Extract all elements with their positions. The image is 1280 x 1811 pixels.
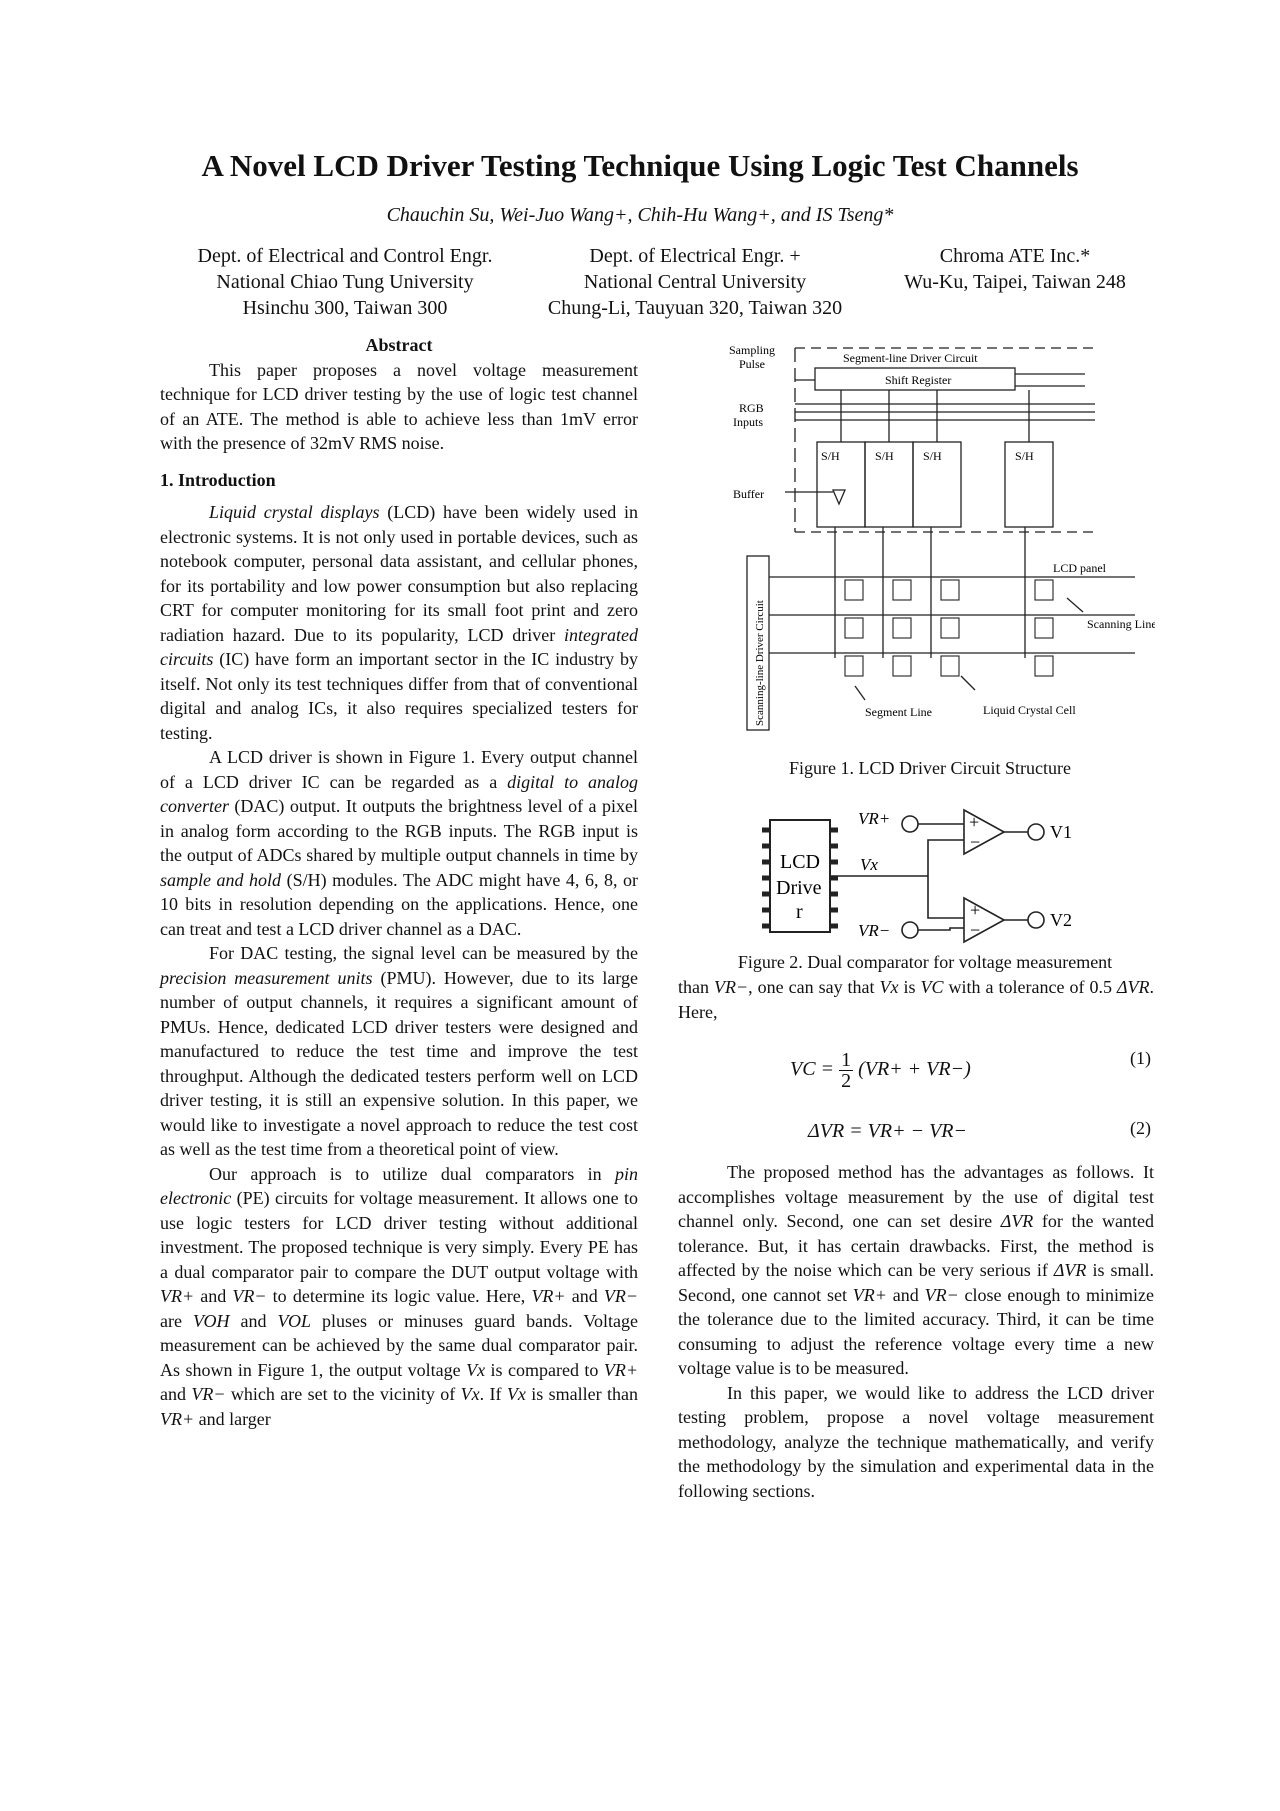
affiliation-line: Chung-Li, Tauyuan 320, Taiwan 320 <box>547 297 843 319</box>
affiliation-line: National Chiao Tung University <box>216 271 474 293</box>
lcd-driver-label: Drive <box>776 877 822 899</box>
advantages-paragraph: The proposed method has the advantages a… <box>678 1162 1154 1378</box>
minus-sign: − <box>970 832 980 852</box>
sh-label: S/H <box>875 449 894 463</box>
intro-paragraph-3: For DAC testing, the signal level can be… <box>160 943 639 1159</box>
v1-label: V1 <box>1050 822 1072 842</box>
dual-comparator-figure: + − + − LCD Drive r VR+ Vx VR− V1 V2 <box>762 808 1072 944</box>
figure-1-caption: Figure 1. LCD Driver Circuit Structure <box>789 758 1071 778</box>
abstract-heading: Abstract <box>365 335 433 355</box>
shift-register-label: Shift Register <box>885 373 951 387</box>
rgb-label: RGB <box>739 401 764 415</box>
sampling-label: Sampling <box>729 343 775 357</box>
sh-label: S/H <box>1015 449 1034 463</box>
affiliation-line: Dept. of Electrical and Control Engr. <box>197 245 493 267</box>
equation-2-number: (2) <box>1130 1118 1151 1138</box>
section-heading: 1. Introduction <box>160 469 276 490</box>
affiliation-line: Chroma ATE Inc.* <box>939 245 1091 267</box>
paper-title: A Novel LCD Driver Testing Technique Usi… <box>201 148 1079 183</box>
figure-2-caption: Figure 2. Dual comparator for voltage me… <box>737 952 1113 972</box>
left-column: Abstract This paper proposes a novel vol… <box>160 333 638 1431</box>
pulse-label: Pulse <box>739 357 765 371</box>
vx-label: Vx <box>860 855 878 874</box>
affiliation-line: Hsinchu 300, Taiwan 300 <box>242 297 448 319</box>
plus-sign: + <box>969 812 979 832</box>
sh-label: S/H <box>923 449 942 463</box>
intro-paragraph-2: A LCD driver is shown in Figure 1. Every… <box>160 747 639 939</box>
intro-paragraph-1: Liquid crystal displays (LCD) have been … <box>160 502 638 743</box>
intro-paragraph-4: Our approach is to utilize dual comparat… <box>160 1163 638 1429</box>
inputs-label: Inputs <box>733 415 763 429</box>
plus-sign: + <box>970 900 980 920</box>
scanning-line-label: Scanning Line <box>1087 617 1155 631</box>
vr-minus-label: VR− <box>858 921 890 940</box>
lcd-panel-label: LCD panel <box>1053 561 1107 575</box>
right-column-top: than VR−, one can say that Vx is VC with… <box>678 975 1154 1024</box>
sh-label: S/H <box>821 449 840 463</box>
lcd-driver-circuit-figure: Sampling Pulse RGB Inputs Buffer Segment… <box>729 343 1155 731</box>
lcd-driver-label: LCD <box>780 851 820 873</box>
affiliation-line: National Central University <box>583 271 807 293</box>
equation-2: ΔVR = VR+ − VR− <box>808 1120 968 1142</box>
lc-cell-label: Liquid Crystal Cell <box>983 703 1076 717</box>
right-column-bottom: The proposed method has the advantages a… <box>678 1160 1154 1503</box>
affiliation-1: Dept. of Electrical and Control Engr. Na… <box>155 243 535 321</box>
affiliation-3: Chroma ATE Inc.* Wu-Ku, Taipei, Taiwan 2… <box>890 243 1140 295</box>
equation-1-number: (1) <box>1130 1048 1151 1068</box>
buffer-label: Buffer <box>733 487 764 501</box>
affiliation-line: Dept. of Electrical Engr. + <box>589 245 801 267</box>
v2-label: V2 <box>1050 910 1072 930</box>
lcd-driver-label: r <box>796 901 803 923</box>
author-list: Chauchin Su, Wei-Juo Wang+, Chih-Hu Wang… <box>386 204 894 226</box>
vr-plus-label: VR+ <box>858 809 890 828</box>
scanning-driver-label: Scanning-line Driver Circuit <box>754 600 766 726</box>
affiliation-line: Wu-Ku, Taipei, Taiwan 248 <box>904 271 1126 293</box>
equation-1: VC = 1 2 (VR+ + VR−) <box>790 1049 971 1092</box>
outline-paragraph: In this paper, we would like to address … <box>678 1382 1154 1501</box>
paragraph-continued: than VR−, one can say that Vx is VC with… <box>678 977 1154 1022</box>
minus-sign: − <box>970 920 980 940</box>
abstract-text: This paper proposes a novel voltage meas… <box>160 359 638 454</box>
affiliation-2: Dept. of Electrical Engr. + National Cen… <box>515 243 875 321</box>
segment-driver-label: Segment-line Driver Circuit <box>843 351 978 365</box>
segment-line-label: Segment Line <box>865 705 932 719</box>
